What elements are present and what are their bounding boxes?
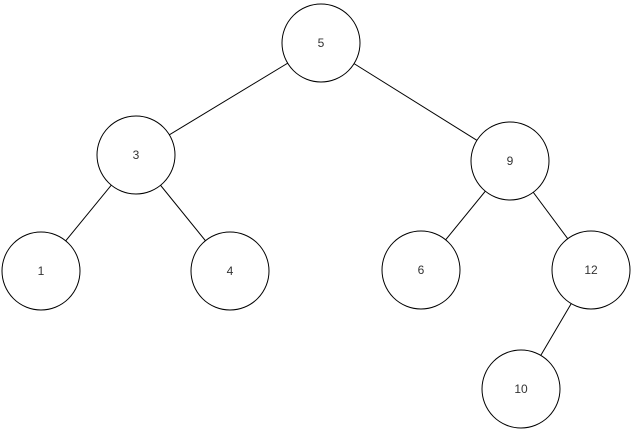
tree-node-9[interactable]: 9 bbox=[470, 121, 550, 201]
node-circle bbox=[381, 230, 461, 310]
node-label: 4 bbox=[227, 264, 234, 278]
node-label: 12 bbox=[584, 263, 598, 277]
node-label: 10 bbox=[514, 382, 528, 396]
node-circle bbox=[190, 231, 270, 311]
node-circle bbox=[1, 231, 81, 311]
tree-node-10[interactable]: 10 bbox=[481, 349, 561, 429]
node-label: 5 bbox=[318, 36, 325, 50]
tree-node-3[interactable]: 3 bbox=[96, 115, 176, 195]
node-label: 1 bbox=[38, 264, 45, 278]
node-label: 3 bbox=[133, 148, 140, 162]
node-label: 6 bbox=[418, 263, 425, 277]
tree-node-12[interactable]: 12 bbox=[551, 230, 631, 310]
node-circle bbox=[470, 121, 550, 201]
tree-node-5[interactable]: 5 bbox=[281, 3, 361, 83]
node-circle bbox=[551, 230, 631, 310]
node-label: 9 bbox=[507, 154, 514, 168]
tree-node-1[interactable]: 1 bbox=[1, 231, 81, 311]
node-circle bbox=[96, 115, 176, 195]
node-circle bbox=[281, 3, 361, 83]
tree-node-4[interactable]: 4 bbox=[190, 231, 270, 311]
node-circle bbox=[481, 349, 561, 429]
tree-node-6[interactable]: 6 bbox=[381, 230, 461, 310]
